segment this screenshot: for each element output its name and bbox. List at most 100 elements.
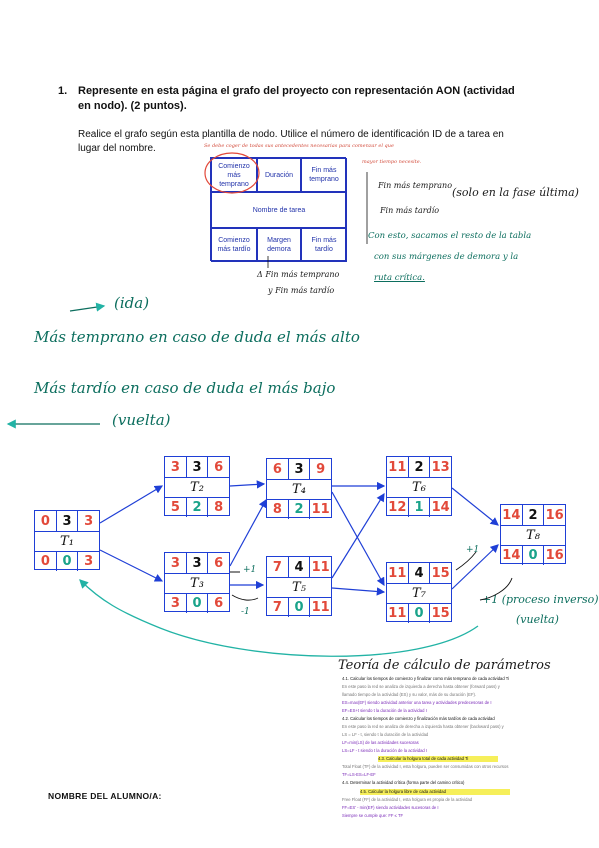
t8-late-finish: 16 [545,547,564,563]
edge-t5-t7 [331,587,386,596]
annotation-ida: (ida) [114,294,150,312]
question-text: Represente en esta página el grafo del p… [78,85,515,112]
arrow-plus1-c [479,577,513,601]
template-early-finish: Fin más temprano [301,158,347,192]
t1-slack: 0 [57,551,79,571]
annotation-delta-2: y Fin más tardío [268,286,335,295]
t1-late-start: 0 [35,551,57,571]
t4-late-start: 8 [267,499,289,519]
theory-title: Teoría de cálculo de parámetros [338,658,551,673]
theory-line: ES=max(EF) siendo actividad anterior una… [342,700,492,705]
template-duration: Duración [257,158,301,192]
theory-line: 4.2. Calcular los tiempos de comienzo y … [342,716,495,721]
annotation-proceso-inverso: +1 (proceso inverso) [482,593,599,606]
t4-slack: 2 [289,499,311,519]
t1-early-finish: 3 [84,513,94,529]
t2-duration: 3 [187,457,209,477]
annotation-con-esto-2: con sus márgenes de demora y la [374,252,519,262]
t4-name: T₄ [292,481,306,497]
t2-late-finish: 8 [214,499,224,515]
red-note-1: Se debe coger de todas sus antecedentes … [204,143,394,149]
theory-line: Siempre se cumple que: FF ≤ TF [342,813,404,818]
t6-late-start: 12 [387,497,409,517]
theory-line: 4.5. Calcular la holgura libre de cada a… [360,789,510,795]
ida-arrow [69,302,106,312]
edge-t6-t8 [451,487,499,526]
edge-t1-t3 [99,549,164,582]
template-late-start: Comienzo más tardío [211,228,257,262]
annotation-plus1-b: +1 [466,545,480,555]
annotation-minus1-a: -1 [241,607,250,617]
t4-late-finish: 11 [311,501,330,517]
instruction-text: Realice el grafo según esta plantilla de… [78,129,504,154]
annotation-fin-temprano: Fin más temprano [378,181,453,190]
theory-line: LF=min(LS) de las actividades sucesoras [342,740,419,745]
template-slack: Margen demora [257,228,301,262]
t7-late-finish: 15 [431,605,450,621]
t3-duration: 3 [187,553,209,573]
t6-late-finish: 14 [431,499,450,515]
annotation-solo-ultimo: (solo en la fase última) [452,186,579,199]
t7-slack: 0 [409,603,431,623]
t6-early-start: 11 [387,457,409,477]
template-early-start: Comienzo más temprano [211,158,257,192]
theory-line: 4.1. Calcular los tiempos de comienzo y … [342,676,510,681]
t2-early-start: 3 [165,457,187,477]
t4-early-start: 6 [267,459,289,479]
theory-line: FF=ES' - min(EF) siendo actividades suce… [342,805,439,810]
t7-early-finish: 15 [431,565,450,581]
edge-t2-t4 [229,480,266,489]
edge-t7-t8 [451,544,499,590]
annotation-delta-1: Δ Fin más temprano [257,270,340,279]
t1-duration: 3 [57,511,79,531]
t7-early-start: 11 [387,563,409,583]
template-late-finish: Fin más tardío [301,228,347,262]
t8-late-start: 14 [501,545,523,565]
theory-line: 4.3. Calcular la holgura total de cada a… [378,756,498,762]
t6-name: T₆ [412,479,426,495]
arrow-plus1-b [455,551,477,571]
t5-late-finish: 11 [311,599,330,615]
t7-name: T₇ [412,585,426,601]
student-name-label: NOMBRE DEL ALUMNO/A: [48,791,162,801]
theory-line: En este paso la red se analiza de derech… [342,724,504,729]
t1-early-start: 0 [35,511,57,531]
edge-t4-t7 [331,491,385,587]
t5-name: T₅ [292,579,306,595]
t2-slack: 2 [187,497,209,517]
t5-slack: 0 [289,597,311,617]
t6-slack: 1 [409,497,431,517]
arrow-minus1-a [231,594,259,601]
t2-name: T₂ [190,479,204,495]
t3-late-start: 3 [165,593,187,613]
backward-pass-curve [79,579,479,657]
t6-early-finish: 13 [431,459,450,475]
edge-t5-t6 [331,492,385,579]
annotation-con-esto-3: ruta crítica. [374,273,425,283]
question-heading: 1. Represente en esta página el grafo de… [58,84,528,114]
t5-early-start: 7 [267,557,289,577]
theory-line: Total Float (TF) de la actividad I, esta… [342,764,509,769]
t7-duration: 4 [409,563,431,583]
t5-early-finish: 11 [311,559,330,575]
theory-line: LS=LF - t siendo t la duración de la act… [342,748,428,753]
t4-early-finish: 9 [316,461,326,477]
theory-line: TF=LS-ES=LF-EF [342,772,376,777]
t8-duration: 2 [523,505,545,525]
t2-early-finish: 6 [214,459,224,475]
edge-t3-t4 [229,498,267,567]
t5-late-start: 7 [267,597,289,617]
template-task-name: Nombre de tarea [211,192,347,228]
t8-early-finish: 16 [545,507,564,523]
node-template: Comienzo más temprano Duración Fin más t… [210,157,347,262]
t3-name: T₃ [190,575,204,591]
question-number: 1. [58,85,68,97]
t1-late-finish: 3 [84,553,94,569]
t8-early-start: 14 [501,505,523,525]
annotation-fin-tardio: Fin más tardío [380,206,440,215]
